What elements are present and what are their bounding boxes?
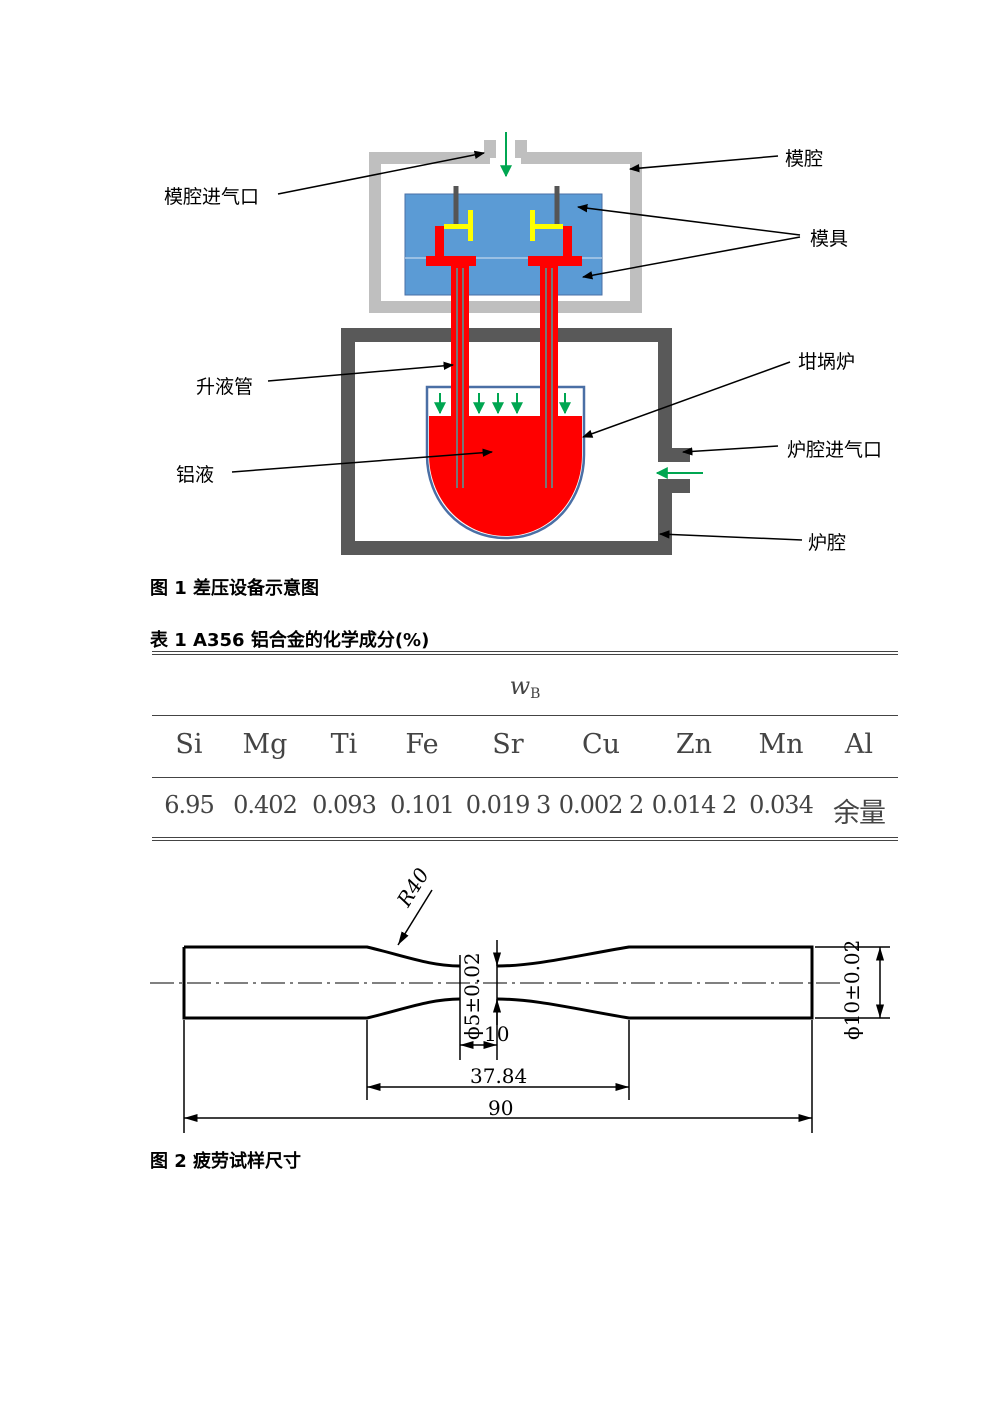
- val-ti: 0.093: [312, 791, 377, 819]
- mold-chamber: [369, 152, 642, 313]
- col-zn: Zn: [675, 729, 713, 760]
- dim-reduced-length: 37.84: [470, 1064, 528, 1088]
- col-mn: Mn: [758, 729, 804, 760]
- label-aluminum-melt: 铝液: [176, 464, 215, 486]
- mold-chamber-inlet: [484, 140, 527, 158]
- pressure-arrows: [434, 132, 703, 479]
- dim-total-length: 90: [488, 1096, 514, 1120]
- table-top-rule: [152, 651, 898, 655]
- table-bottom-rule: [152, 837, 898, 841]
- label-mold-gas-inlet: 模腔进气口: [164, 186, 260, 208]
- label-mold: 模具: [810, 228, 849, 250]
- table-group-header: wB: [152, 672, 898, 702]
- val-sr: 0.019 3: [465, 791, 552, 819]
- dim-gauge-length: 10: [484, 1022, 510, 1046]
- val-zn: 0.014 2: [651, 791, 738, 819]
- table-value-row: 6.95 0.402 0.093 0.101 0.019 3 0.002 2 0…: [152, 791, 898, 831]
- val-si: 6.95: [164, 791, 214, 819]
- val-mn: 0.034: [749, 791, 814, 819]
- col-si: Si: [175, 729, 203, 760]
- col-fe: Fe: [405, 729, 439, 760]
- table-mid-rule: [152, 777, 898, 778]
- val-cu: 0.002 2: [558, 791, 645, 819]
- specimen-drawing: [150, 889, 890, 1133]
- val-fe: 0.101: [390, 791, 455, 819]
- table-element-row: Si Mg Ti Fe Sr Cu Zn Mn Al: [152, 729, 898, 769]
- label-mold-cavity: 模腔: [785, 148, 824, 170]
- figure2-caption: 图 2 疲劳试样尺寸: [150, 1151, 302, 1172]
- cavity-right: [528, 226, 582, 266]
- val-al: 余量: [833, 798, 886, 829]
- dim-gauge-diameter: ϕ5±0.02: [460, 952, 484, 1040]
- col-mg: Mg: [242, 729, 288, 760]
- cavity-left: [426, 226, 476, 266]
- pin-right: [530, 210, 563, 241]
- w-subscript: B: [530, 686, 541, 703]
- riser-tube-right: [540, 266, 558, 490]
- pressure-equipment-diagram: [231, 132, 803, 555]
- table1-title: 表 1 A356 铝合金的化学成分(%): [150, 630, 430, 651]
- val-mg: 0.402: [233, 791, 298, 819]
- table-header-rule: [152, 715, 898, 716]
- specimen-outline: [182, 945, 814, 1020]
- riser-tube-left: [451, 266, 469, 490]
- label-furnace-gas-inlet: 炉腔进气口: [787, 439, 883, 461]
- label-crucible-furnace: 坩埚炉: [798, 351, 856, 373]
- w-symbol: w: [509, 672, 531, 700]
- label-riser-tube: 升液管: [196, 376, 254, 398]
- col-al: Al: [844, 729, 874, 760]
- label-furnace-chamber: 炉腔: [808, 532, 847, 554]
- mold-block: [404, 193, 603, 296]
- pin-left: [444, 210, 473, 241]
- furnace-gas-inlet: [658, 448, 690, 493]
- col-sr: Sr: [492, 729, 524, 760]
- col-ti: Ti: [330, 729, 358, 760]
- dim-grip-diameter: ϕ10±0.02: [840, 939, 864, 1040]
- figure1-caption: 图 1 差压设备示意图: [150, 578, 320, 599]
- element-cells: Si Mg Ti Fe Sr Cu Zn Mn Al: [152, 729, 898, 760]
- col-cu: Cu: [581, 729, 621, 760]
